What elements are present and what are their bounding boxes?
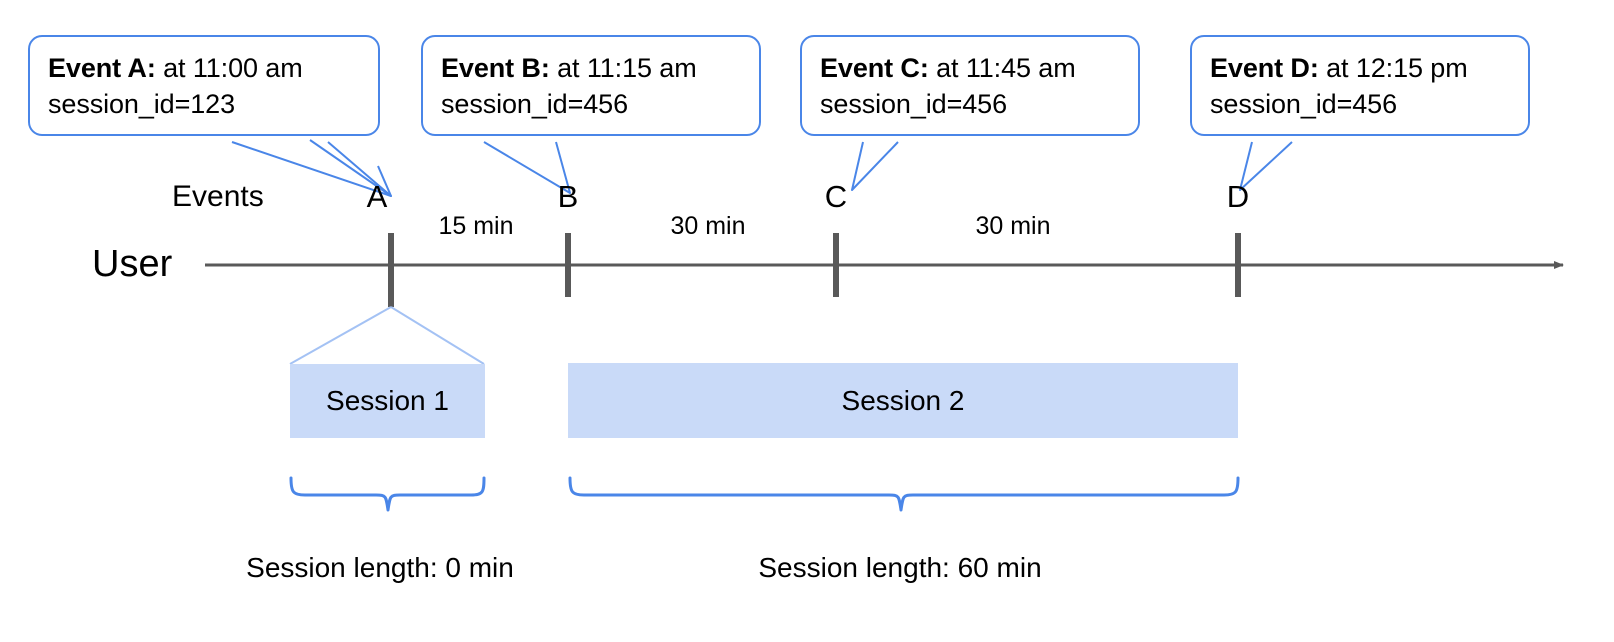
callout-event-c[interactable]: Event C: at 11:45 am session_id=456 [800, 35, 1140, 137]
callout-event-a[interactable]: Event A: at 11:00 am session_id=123 [28, 35, 380, 137]
session-2-length-caption: Session length: 60 min [758, 552, 1042, 583]
tick-label-b: B [557, 179, 579, 214]
callout-event-b[interactable]: Event B: at 11:15 am session_id=456 [421, 35, 761, 137]
user-row-label: User [92, 243, 173, 285]
session-bar-1-label: Session 1 [326, 385, 449, 416]
callout-event-d[interactable]: Event D: at 12:15 pm session_id=456 [1190, 35, 1530, 137]
session-1-length-caption: Session length: 0 min [246, 552, 514, 583]
session-bar-1[interactable]: Session 1 [290, 364, 485, 438]
session-1-funnel [289, 306, 485, 365]
gap-label-a-b: 15 min [438, 212, 514, 240]
session-2-brace [568, 476, 1240, 512]
events-row-label: Events [172, 180, 264, 213]
callout-c-line2: session_id=456 [820, 88, 1007, 119]
callout-a-line2: session_id=123 [48, 88, 235, 119]
session-bar-2-label: Session 2 [841, 384, 965, 416]
session-bar-2[interactable]: Session 2 [568, 363, 1238, 438]
tick-label-c: C [824, 179, 848, 214]
callout-d-line1: Event D: at 12:15 pm [1210, 53, 1468, 83]
tick-label-a: A [366, 179, 388, 214]
callout-c-line1: Event C: at 11:45 am [820, 53, 1076, 83]
tick-label-d: D [1226, 179, 1250, 214]
callout-tail-c [851, 141, 899, 191]
callout-a-line1: Event A: at 11:00 am [48, 53, 303, 83]
session-1-brace [289, 476, 486, 512]
callout-b-line1: Event B: at 11:15 am [441, 53, 697, 83]
gap-label-c-d: 30 min [975, 212, 1051, 240]
callout-d-line2: session_id=456 [1210, 88, 1397, 119]
gap-label-b-c: 30 min [670, 212, 746, 240]
callout-b-line2: session_id=456 [441, 88, 628, 119]
